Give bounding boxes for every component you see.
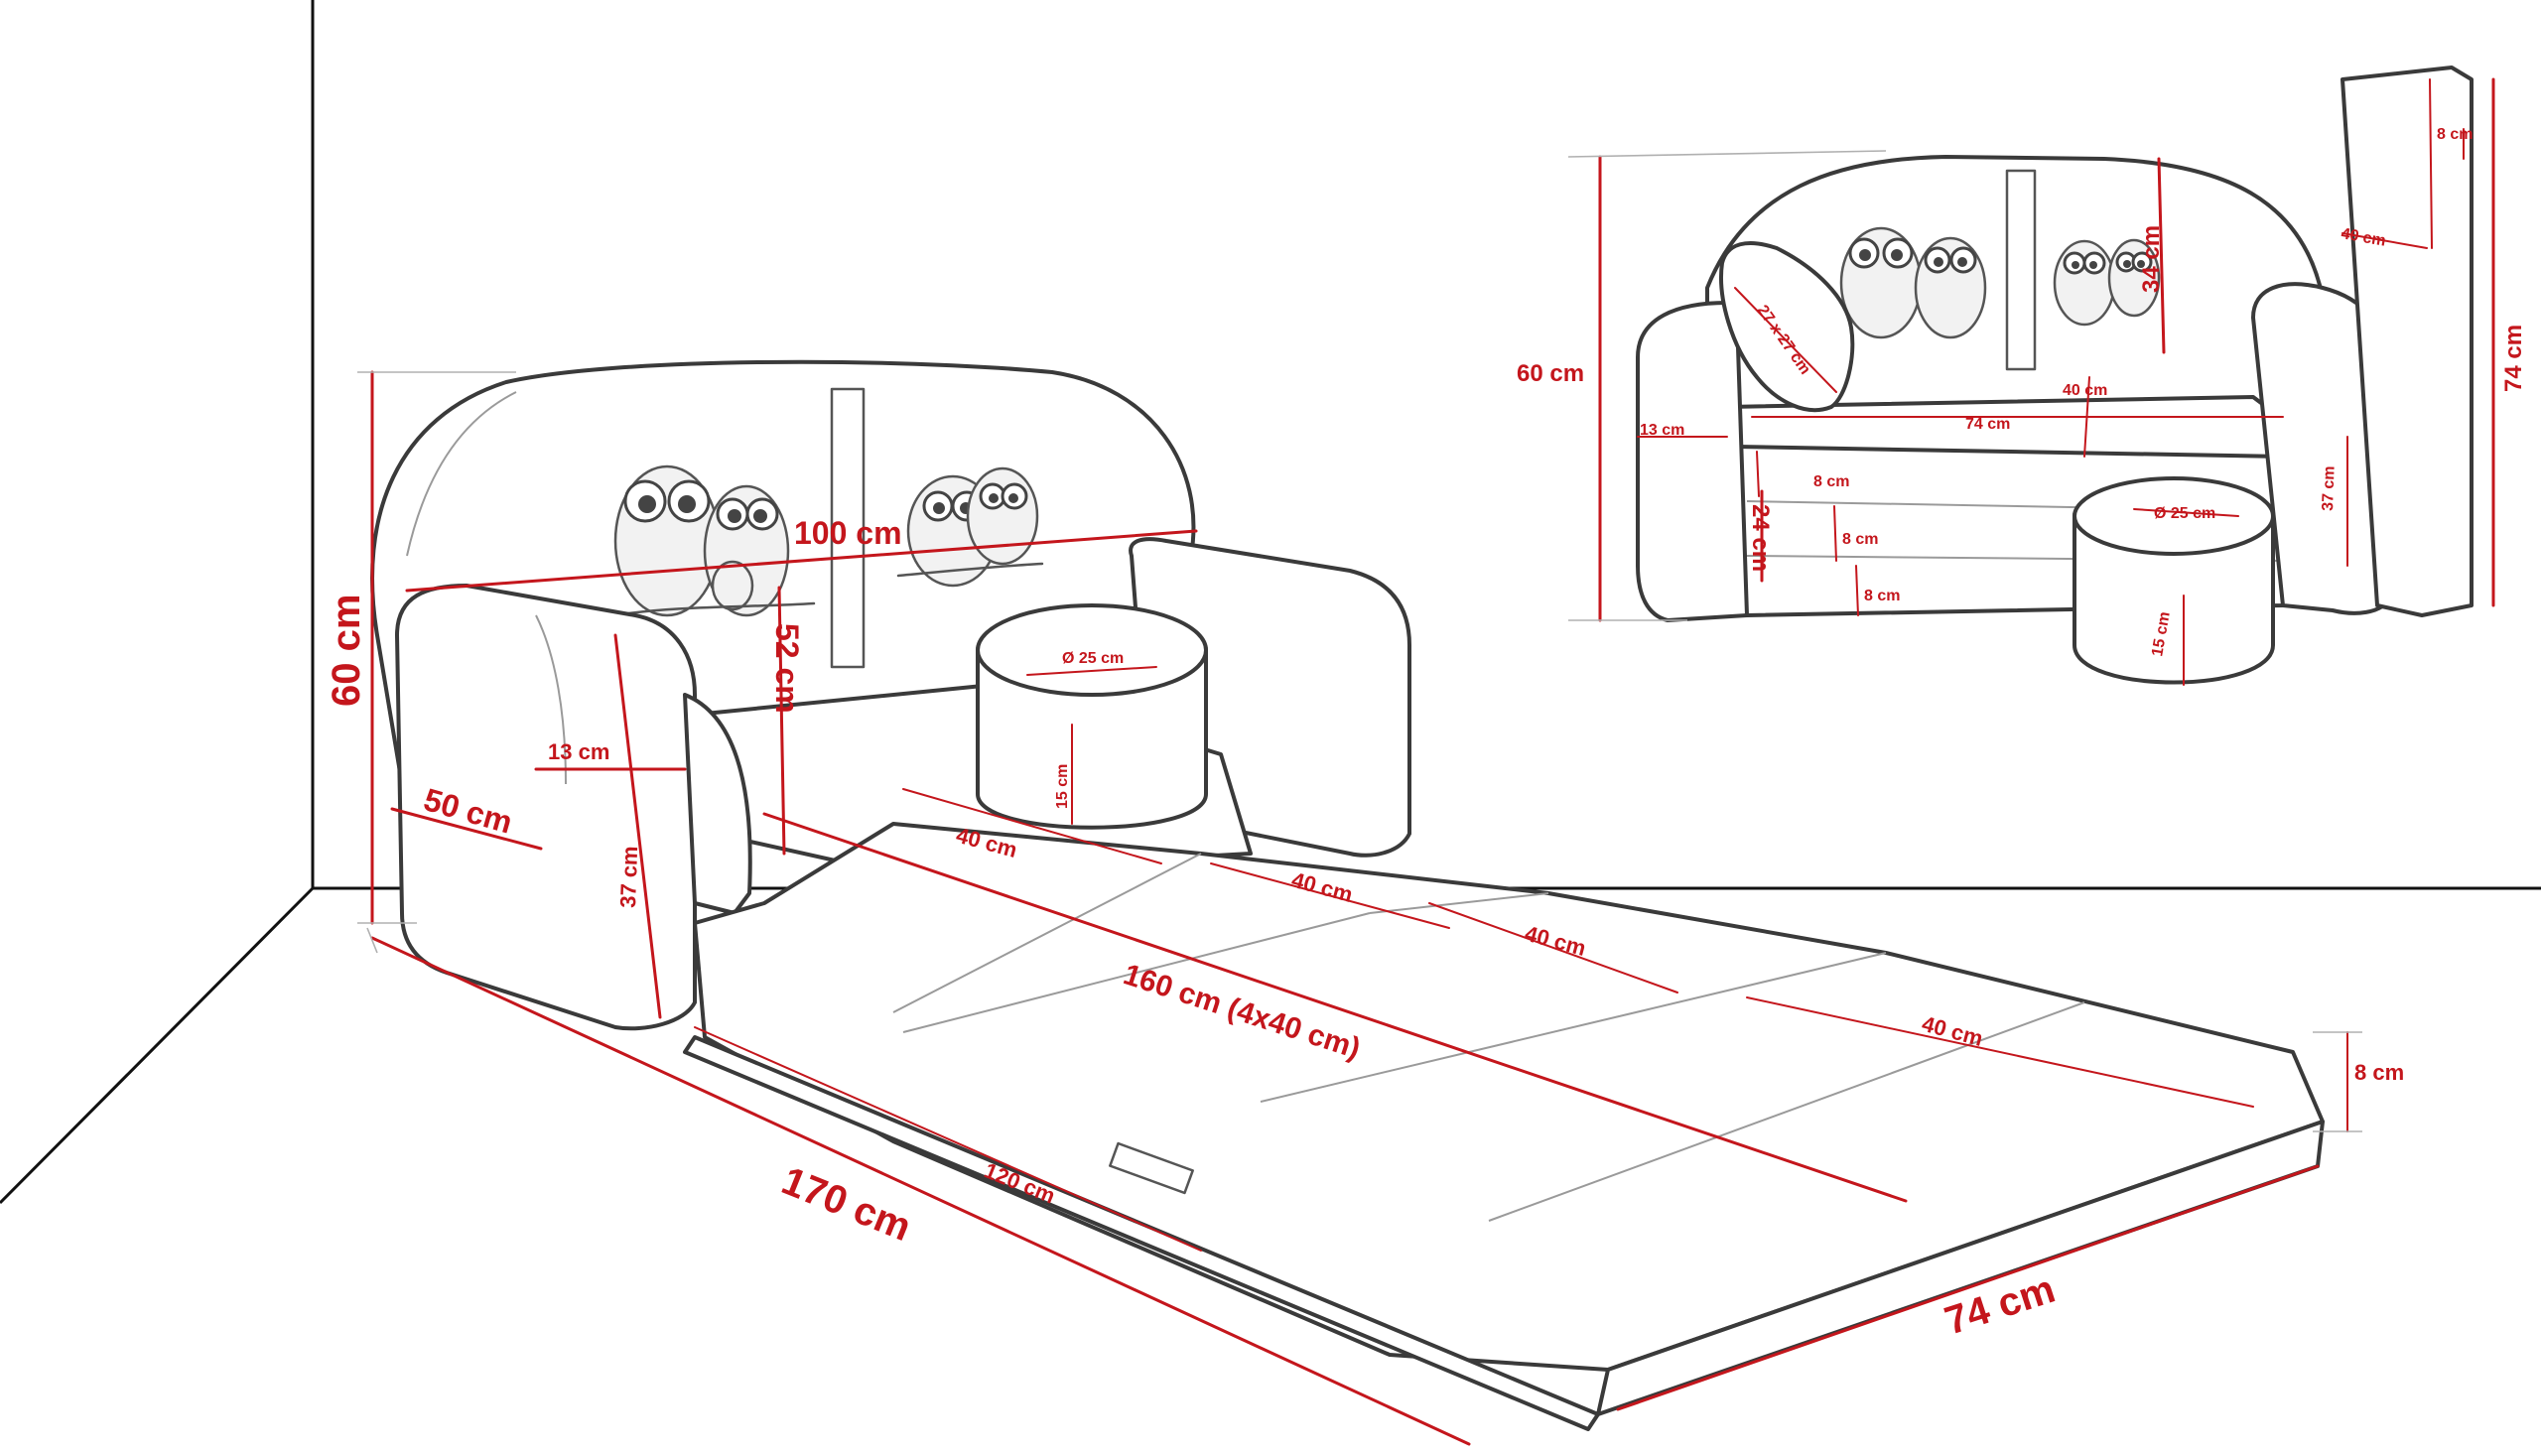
inset-labels: 60 cm 27 x 27 cm 34 cm 40 cm 74 cm 13 cm… <box>1517 126 2527 658</box>
inset-owl-print-icon <box>1839 226 2161 339</box>
inset-left-armrest <box>1636 301 1749 622</box>
main-backrest-width-label: 100 cm <box>794 515 902 551</box>
inset-stack-height-label: 24 cm <box>1747 504 1774 572</box>
main-armrest-thickness-label: 13 cm <box>548 739 609 764</box>
inset-backrest <box>1705 155 2325 419</box>
main-pouf-height-label: 15 cm <box>1054 764 1071 809</box>
main-total-length-label: 170 cm <box>776 1159 917 1251</box>
inset-height-total-label: 60 cm <box>1517 360 1584 387</box>
inset-panel-thickness-label: 8 cm <box>2437 126 2473 143</box>
inset-layer-3-label: 8 cm <box>1864 588 1900 604</box>
inset-dimensions <box>1567 77 2495 686</box>
unfolded-sofa-drawing <box>370 359 2325 1431</box>
inset-seat-width-label: 74 cm <box>1965 416 2010 433</box>
inset-back-height-label: 34 cm <box>2138 225 2165 293</box>
main-mattress-thickness-label: 8 cm <box>2354 1060 2404 1085</box>
main-pouf-diameter-label: Ø 25 cm <box>1062 650 1124 667</box>
inset-panel-height-label: 74 cm <box>2500 325 2527 392</box>
folded-sofa-inset <box>1636 66 2474 685</box>
inset-armrest-thickness-label: 13 cm <box>1640 422 1684 439</box>
main-dimensions <box>357 370 2362 1446</box>
pouf-icon <box>976 603 1208 830</box>
inset-seat-depth-label: 40 cm <box>2063 382 2107 399</box>
cushion-icon <box>683 693 752 915</box>
owl-print-icon <box>613 464 1044 617</box>
carry-handle <box>1109 1141 1194 1195</box>
main-backrest-height-label: 52 cm <box>769 623 805 714</box>
inset-layer-1-label: 8 cm <box>1813 473 1849 490</box>
inset-layer-2-label: 8 cm <box>1842 531 1878 548</box>
inset-standing-panel <box>2340 66 2474 617</box>
mattress-top <box>693 822 2325 1372</box>
inset-armrest-height-label: 37 cm <box>2320 465 2339 511</box>
main-height-total-label: 60 cm <box>325 595 368 707</box>
main-armrest-height-label: 37 cm <box>615 846 642 908</box>
inset-pouf-diameter-label: Ø 25 cm <box>2154 505 2215 522</box>
divider-pole <box>830 387 866 669</box>
inset-cushion-icon <box>1719 241 1855 413</box>
inset-pouf-icon <box>2073 476 2275 685</box>
